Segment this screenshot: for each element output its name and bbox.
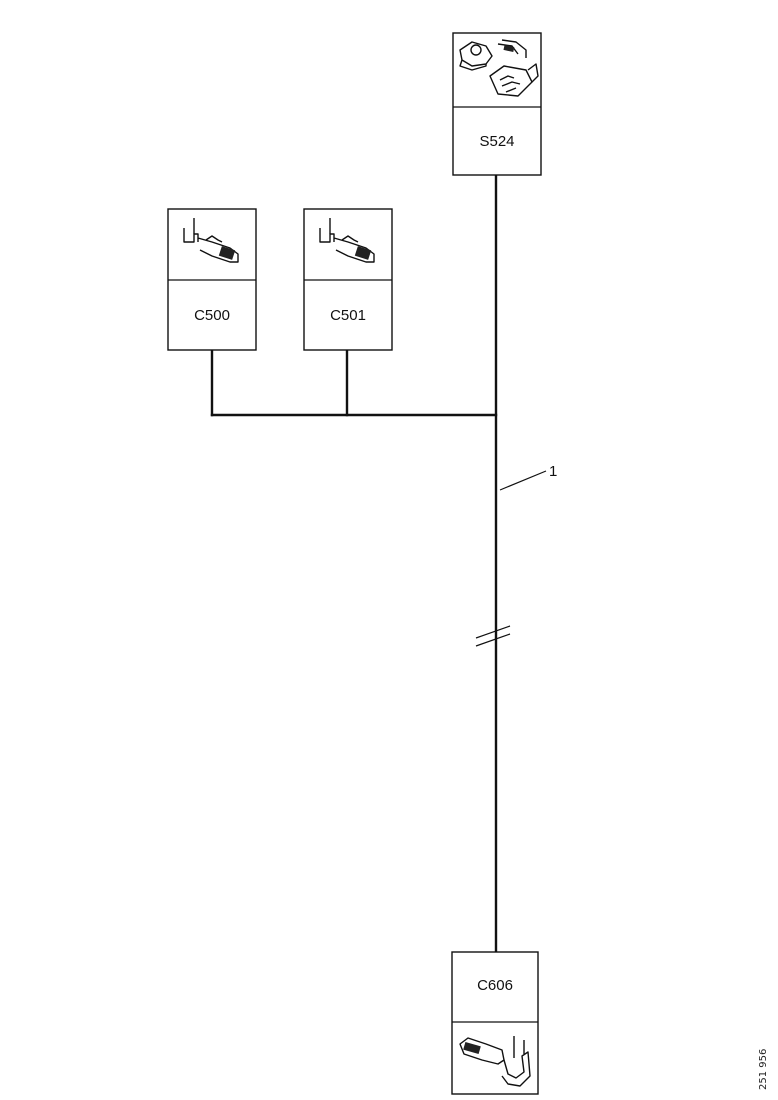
figure-reference: 251 956 <box>758 1049 769 1090</box>
connector-c500: C500 <box>167 208 257 351</box>
terminal-icon <box>459 1036 531 1087</box>
terminal-icon <box>183 218 239 263</box>
connector-s524: S524 <box>452 32 542 176</box>
connector-label: S524 <box>479 133 514 150</box>
terminal-icon <box>319 218 375 263</box>
callout-number: 1 <box>549 463 557 480</box>
connector-label: C501 <box>330 307 366 324</box>
connector-label: C500 <box>194 307 230 324</box>
connector-label: C606 <box>477 977 513 994</box>
connector-c606: C606 <box>451 951 539 1095</box>
break-mark <box>475 625 511 647</box>
splice-connector-icon <box>459 39 539 97</box>
connector-c501: C501 <box>303 208 393 351</box>
callout-leader <box>499 470 547 491</box>
wire-harness: 1 <box>210 173 557 954</box>
